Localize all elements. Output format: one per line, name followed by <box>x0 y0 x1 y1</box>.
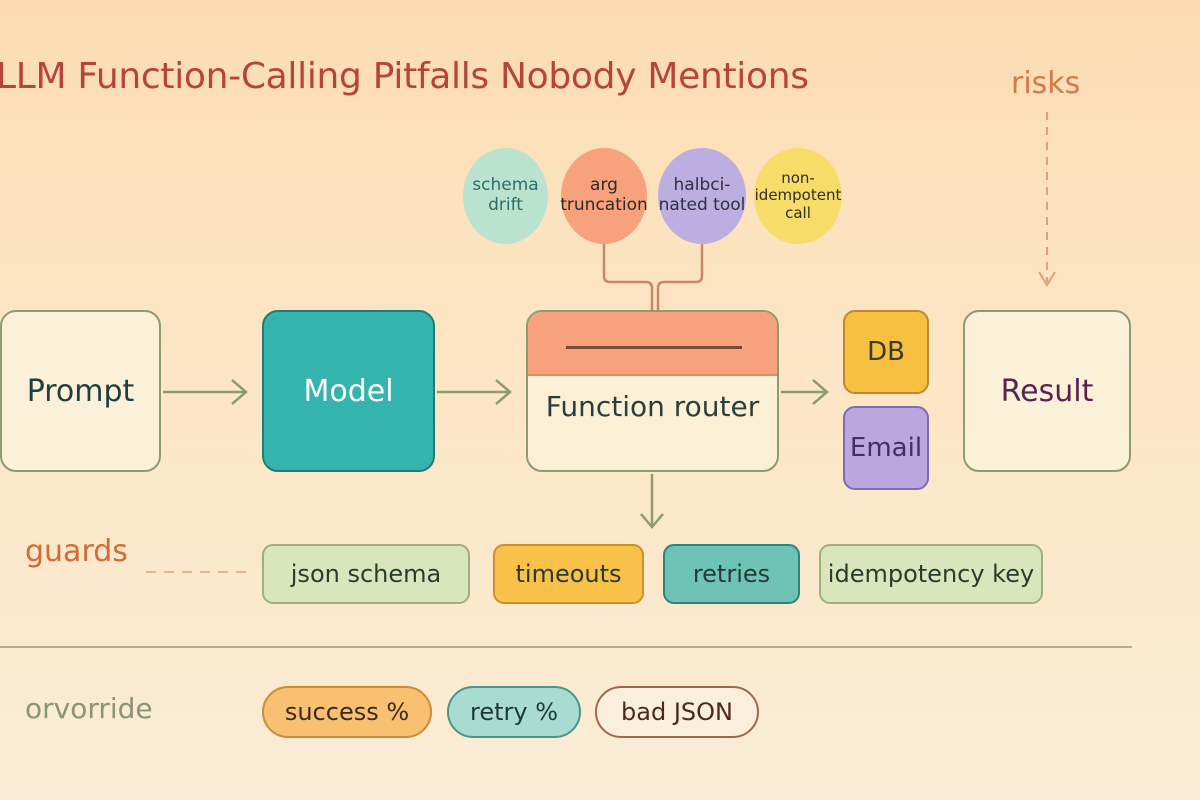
db-label: DB <box>867 337 905 367</box>
metric-pill-label: retry % <box>469 698 559 726</box>
guard-chip-label: retries <box>692 560 771 588</box>
risk-bubble-arg-truncation: arg truncation <box>560 148 648 244</box>
page-title: LLM Function-Calling Pitfalls Nobody Men… <box>0 56 809 97</box>
router-header <box>528 312 777 376</box>
risk-bubble-label: arg truncation <box>560 175 648 215</box>
connector-bubble-tool <box>656 244 704 310</box>
guard-chip-json-schema: json schema <box>262 544 470 604</box>
section-divider <box>0 646 1132 648</box>
metric-pill-success: success % <box>262 686 432 738</box>
guard-chip-label: json schema <box>290 560 442 588</box>
function-router-node: Function router <box>526 310 779 472</box>
arrowhead-router-guards <box>640 513 664 529</box>
metric-pill-bad-json: bad JSON <box>595 686 759 738</box>
arrowhead-model-router <box>495 379 512 405</box>
guard-chip-retries: retries <box>663 544 800 604</box>
guard-chip-label: timeouts <box>515 560 622 588</box>
guard-chip-timeouts: timeouts <box>493 544 644 604</box>
model-node: Model <box>262 310 435 472</box>
risk-bubble-schema-drift: schema drift <box>463 148 548 244</box>
email-node: Email <box>843 406 929 490</box>
guards-label: guards <box>25 534 128 569</box>
risk-bubble-hallucinated-tool: halbci- nated tool <box>658 148 746 244</box>
connector-bubble-arg <box>602 244 654 310</box>
risk-bubble-label: schema drift <box>472 175 539 215</box>
risks-arrowhead <box>1038 271 1056 287</box>
risks-label: risks <box>1011 66 1081 101</box>
risk-bubble-label: non- idempotent call <box>754 169 842 222</box>
prompt-node: Prompt <box>0 310 161 472</box>
email-label: Email <box>849 433 923 463</box>
model-label: Model <box>303 373 394 409</box>
risk-bubble-non-idempotent-call: non- idempotent call <box>754 148 842 244</box>
arrowhead-router-tools <box>812 379 829 405</box>
result-node: Result <box>963 310 1131 472</box>
guard-chip-idempotency-key: idempotency key <box>819 544 1043 604</box>
result-label: Result <box>1000 373 1094 409</box>
metric-pill-retry: retry % <box>447 686 581 738</box>
override-label: orvorride <box>25 692 153 725</box>
router-label: Function router <box>545 390 760 423</box>
db-node: DB <box>843 310 929 394</box>
metric-pill-label: success % <box>284 698 410 726</box>
risk-bubble-label: halbci- nated tool <box>658 175 746 215</box>
metric-pill-label: bad JSON <box>621 698 733 726</box>
router-header-bar <box>566 346 742 349</box>
guard-chip-label: idempotency key <box>827 560 1035 588</box>
arrowhead-prompt-model <box>231 379 248 405</box>
prompt-label: Prompt <box>26 373 135 409</box>
